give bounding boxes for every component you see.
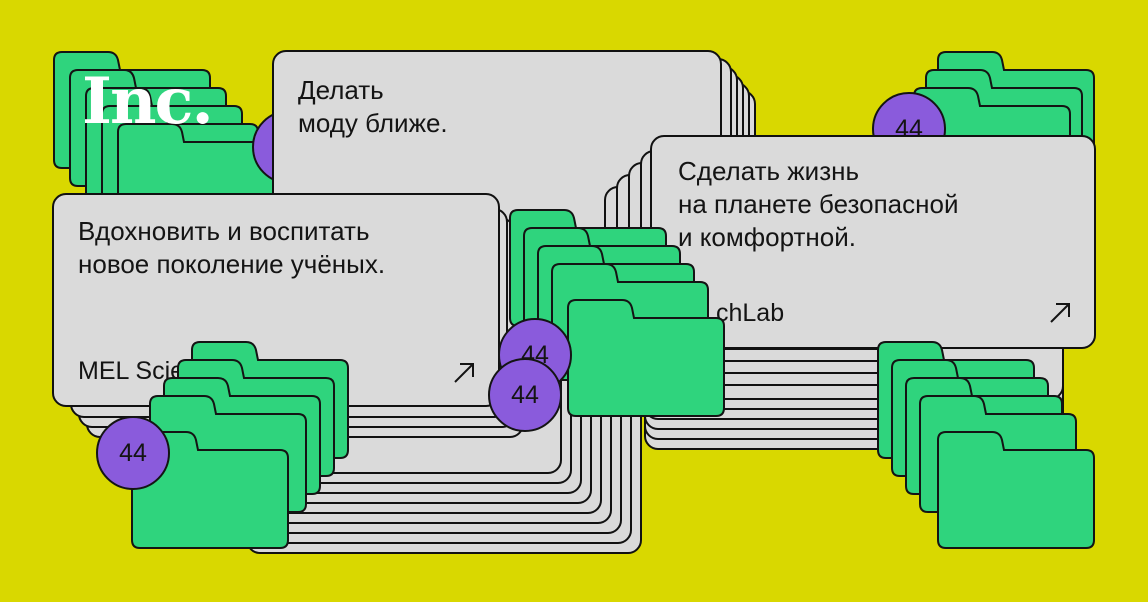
count-badge: 44 [488, 358, 562, 432]
count-badge: 44 [96, 416, 170, 490]
arrow-up-right-icon[interactable] [452, 361, 476, 385]
card-fashion-text: Делать моду ближе. [298, 75, 448, 138]
card-science-text: Вдохновить и воспитать новое поколение у… [78, 216, 386, 279]
folder-icon[interactable] [566, 298, 726, 418]
arrow-up-right-icon[interactable] [1048, 301, 1072, 325]
count-badge-label: 44 [511, 380, 539, 409]
inc-logo: Inc. [82, 64, 214, 139]
card-planet-source: chLab [716, 299, 785, 327]
folder-icon[interactable] [936, 430, 1096, 550]
card-planet[interactable]: Сделать жизнь на планете безопасной и ко… [650, 135, 1096, 349]
card-planet-text: Сделать жизнь на планете безопасной и ко… [678, 156, 959, 252]
count-badge-label: 44 [119, 438, 147, 467]
